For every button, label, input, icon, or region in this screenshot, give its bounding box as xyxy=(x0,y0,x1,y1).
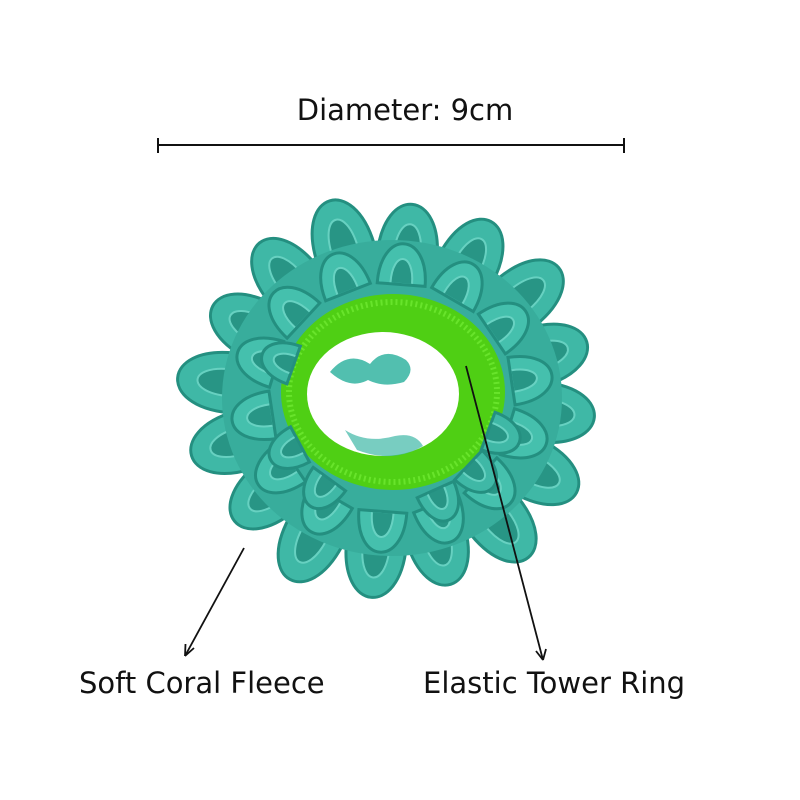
fleece-loop xyxy=(469,494,538,564)
fleece-inner-loop xyxy=(357,508,409,554)
fleece-front-loop xyxy=(479,410,522,455)
fleece-loop xyxy=(250,236,319,306)
fleece-front-loop xyxy=(415,479,461,523)
fleece-callout-arrow xyxy=(184,547,245,657)
fleece-inner-loop xyxy=(267,285,322,341)
fleece-front-loops xyxy=(260,341,522,523)
fleece-loop xyxy=(496,258,565,327)
scrunchie-photo xyxy=(176,198,596,599)
ring-callout-arrow xyxy=(465,365,547,661)
fleece-inner-loop xyxy=(319,251,373,303)
elastic-ring xyxy=(281,294,505,490)
fleece-front-loop xyxy=(302,465,348,511)
fleece-inner-loop xyxy=(476,301,530,356)
fleece-front-loop xyxy=(267,424,312,470)
fleece-loop xyxy=(176,350,236,415)
diameter-label: Diameter: 9cm xyxy=(296,93,514,127)
elastic-tower-ring-label: Elastic Tower Ring xyxy=(423,666,686,700)
soft-coral-fleece-label: Soft Coral Fleece xyxy=(79,666,325,700)
fleece-front-loop xyxy=(260,341,303,386)
fleece-inner-loop xyxy=(429,260,484,314)
diameter-dimension-line xyxy=(157,138,625,153)
fleece-inner-loop xyxy=(230,389,278,442)
fleece-inner-loop xyxy=(375,242,427,288)
fleece-inner-loop xyxy=(506,354,554,407)
